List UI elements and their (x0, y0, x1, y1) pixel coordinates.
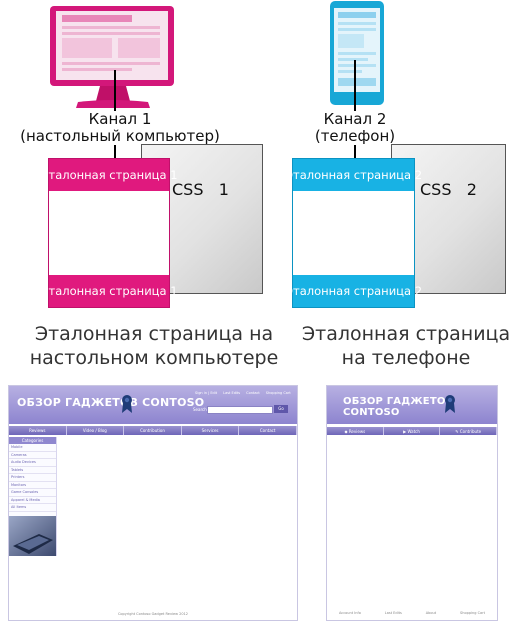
channel2-subtitle: (телефон) (312, 127, 398, 145)
desktop-site-title: ОБЗОР ГАДЖЕТОВ CONTOSO (17, 396, 205, 409)
phone-nav-icon-2: ▶ (403, 428, 408, 434)
phone-footer-account[interactable]: Account Info (338, 611, 361, 615)
sidebar-title: Categories (9, 437, 56, 444)
phone-nav-bar: ◆ Reviews ▶ Watch ✎ Contribute (327, 427, 497, 435)
caption-phone-line2: на телефоне (341, 347, 471, 369)
ribbon-icon (121, 394, 133, 418)
phone-icon (329, 0, 385, 106)
sidebar-item-cameras[interactable]: Cameras (9, 452, 56, 459)
top-link-contact[interactable]: Contact (246, 391, 260, 395)
master-page-2: Эталонная страница 2 Эталонная страница … (285, 158, 422, 308)
caption-desktop-line2: настольном компьютере (29, 347, 279, 369)
caption-desktop: Эталонная страница на настольном компьют… (14, 322, 294, 370)
desktop-site-preview: ОБЗОР ГАДЖЕТОВ CONTOSO Sign in | Edit La… (8, 385, 298, 621)
desktop-search-label: Search: (193, 407, 209, 412)
nav-item-reviews[interactable]: Reviews (9, 426, 67, 435)
sidebar-item-monitors[interactable]: Monitors (9, 482, 56, 489)
phone-footer-cart[interactable]: Shopping Cart (460, 611, 485, 615)
desktop-monitor-icon (48, 2, 178, 110)
phone-footer-last-edits[interactable]: Last Edits (384, 611, 402, 615)
phone-nav-item-reviews[interactable]: ◆ Reviews (327, 427, 384, 435)
css-label-1: CSS 1 (172, 180, 229, 199)
nav-item-contact[interactable]: Contact (239, 426, 297, 435)
channel2-label: Канал 2 (телефон) (295, 111, 415, 145)
phone-nav-icon-1: ◆ (344, 428, 349, 434)
desktop-nav-bar: Reviews Video / Blog Contribution Servic… (9, 426, 297, 435)
phone-site-header: ОБЗОР ГАДЖЕТОВ CONTOSO (327, 386, 497, 424)
sidebar-item-apparel[interactable]: Apparel & Media (9, 497, 56, 504)
top-link-cart[interactable]: Shopping Cart (265, 391, 291, 395)
desktop-search-button[interactable]: Go (274, 405, 288, 413)
phone-nav-icon-3: ✎ (455, 428, 460, 434)
channel2-title: Канал 2 (321, 110, 389, 128)
sidebar-promo-image (9, 516, 56, 556)
master-page-2-bottom-bar: Эталонная страница 2 (285, 275, 422, 307)
channel1-subtitle: (настольный компьютер) (18, 127, 222, 145)
nav-item-services[interactable]: Services (182, 426, 240, 435)
master-page-1: Эталонная страница 1 Эталонная страница … (40, 158, 178, 308)
top-link-signin[interactable]: Sign in | Edit (195, 391, 218, 395)
phone-nav-item-watch[interactable]: ▶ Watch (384, 427, 441, 435)
phone-nav-label-watch: Watch (407, 428, 420, 434)
desktop-footer: Copyright Contoso Gadget Review 2012 (117, 612, 189, 616)
phone-nav-item-contribute[interactable]: ✎ Contribute (440, 427, 497, 435)
master-page-2-top-bar: Эталонная страница 2 (285, 159, 422, 191)
channel1-label: Канал 1 (настольный компьютер) (10, 111, 230, 145)
caption-phone: Эталонная страница на телефоне (300, 322, 512, 370)
phone-nav-label-contribute: Contribute (459, 428, 482, 434)
channel1-title: Канал 1 (86, 110, 154, 128)
sidebar-item-mobile[interactable]: Mobile (9, 444, 56, 452)
phone-site-preview: ОБЗОР ГАДЖЕТОВ CONTOSO ◆ Reviews ▶ Watch… (326, 385, 498, 621)
nav-item-contribution[interactable]: Contribution (124, 426, 182, 435)
phone-nav-label-reviews: Reviews (348, 428, 366, 434)
sidebar-item-printers[interactable]: Printers (9, 474, 56, 482)
phone-site-title: ОБЗОР ГАДЖЕТОВ CONTOSO (343, 396, 454, 418)
phone-ribbon-icon (444, 394, 456, 418)
css-label-2: CSS 2 (420, 180, 477, 199)
sidebar-item-all[interactable]: All Items (9, 504, 56, 512)
desktop-site-header: ОБЗОР ГАДЖЕТОВ CONTOSO Sign in | Edit La… (9, 386, 297, 424)
nav-item-video-blog[interactable]: Video / Blog (67, 426, 125, 435)
caption-desktop-line1: Эталонная страница на (34, 323, 274, 345)
connector-line-channel2 (354, 60, 356, 160)
top-link-last-edits[interactable]: Last Edits (223, 391, 241, 395)
phone-footer: Account Info Last Edits About Shopping C… (327, 611, 497, 615)
sidebar-item-game-consoles[interactable]: Game Consoles (9, 489, 56, 497)
sidebar-item-audio[interactable]: Audio Devices (9, 459, 56, 467)
master-page-1-top-bar: Эталонная страница 1 (40, 159, 178, 191)
caption-phone-line1: Эталонная страница (301, 323, 511, 345)
desktop-top-links: Sign in | Edit Last Edits Contact Shoppi… (195, 391, 291, 395)
desktop-search-input[interactable] (207, 406, 273, 414)
sidebar-item-tablets[interactable]: Tablets (9, 467, 56, 474)
phone-footer-about[interactable]: About (425, 611, 437, 615)
master-page-1-bottom-bar: Эталонная страница 1 (40, 275, 178, 307)
